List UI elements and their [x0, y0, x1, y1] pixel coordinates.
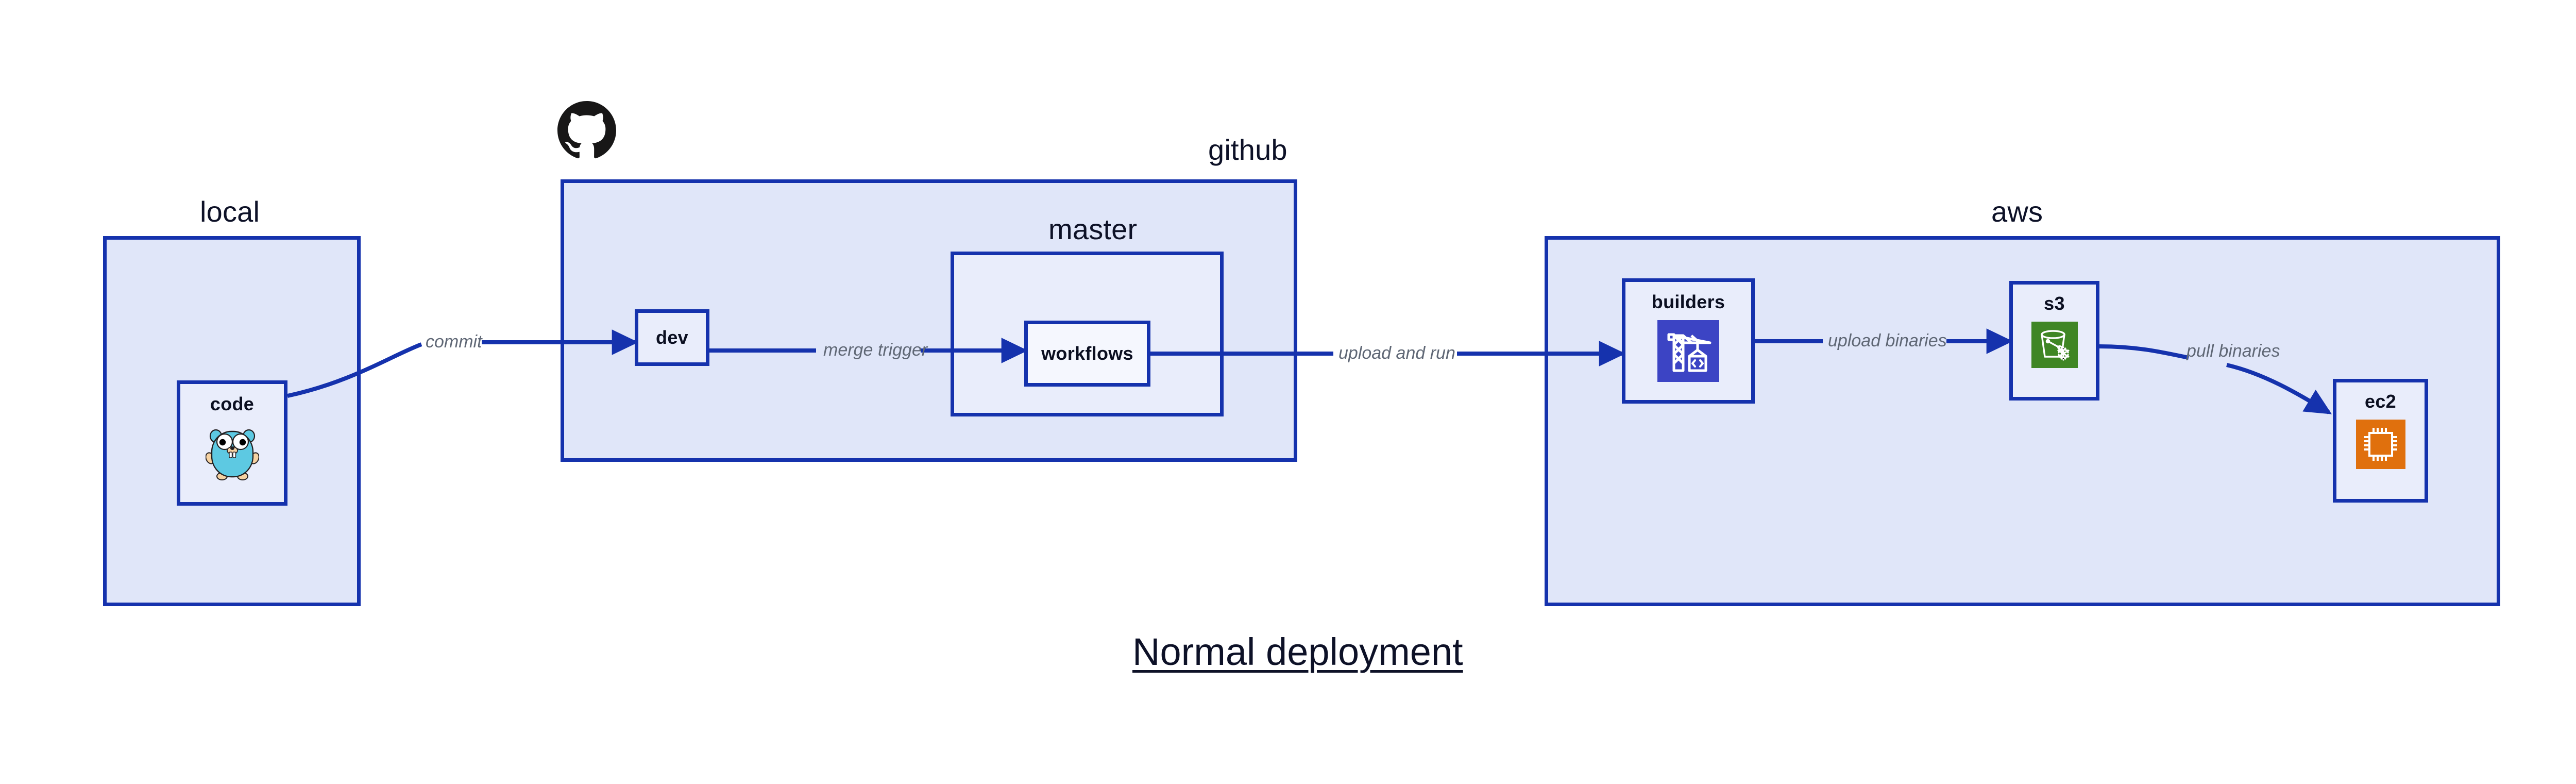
group-github-label: github [1208, 134, 1287, 166]
node-code-label: code [210, 393, 255, 414]
node-workflows[interactable]: workflows [1024, 321, 1150, 387]
node-builders-label: builders [1651, 291, 1725, 312]
node-s3-label: s3 [2044, 293, 2065, 314]
edge-label-commit: commit [426, 332, 482, 352]
node-dev[interactable]: dev [635, 309, 709, 366]
node-code[interactable]: code [177, 380, 287, 506]
edge-label-upload-and-run: upload and run [1338, 343, 1455, 363]
go-gopher-icon [205, 422, 260, 483]
node-s3[interactable]: s3 [2009, 281, 2099, 401]
group-local-label: local [200, 195, 260, 228]
node-workflows-label: workflows [1041, 343, 1133, 364]
group-master-label: master [1048, 213, 1138, 245]
edge-label-pull-binaries: pull binaries [2187, 341, 2280, 361]
edge-label-upload-binaries: upload binaries [1828, 331, 1947, 351]
node-dev-label: dev [656, 327, 688, 348]
node-builders[interactable]: builders [1622, 278, 1755, 404]
aws-codebuild-icon [1657, 320, 1719, 385]
aws-ec2-icon [2355, 420, 2405, 472]
edge-label-merge-trigger: merge trigger [823, 340, 928, 360]
node-ec2[interactable]: ec2 [2333, 379, 2428, 503]
group-aws-label: aws [1991, 195, 2043, 228]
page-title: Normal deployment [1132, 630, 1463, 673]
node-ec2-label: ec2 [2365, 391, 2396, 412]
aws-s3-glacier-icon [2031, 322, 2078, 371]
